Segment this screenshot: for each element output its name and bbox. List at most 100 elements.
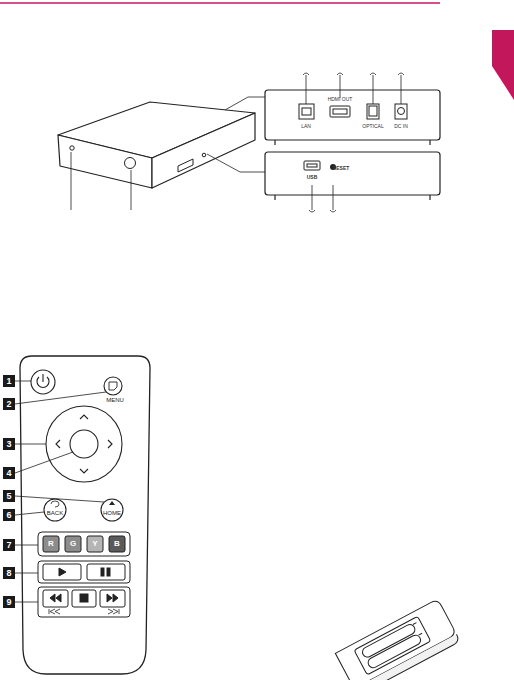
callout-line: [309, 185, 315, 212]
play-row: [101, 568, 104, 576]
play-row: [107, 568, 110, 576]
callout-number: 7: [6, 541, 11, 550]
menu-button: [104, 377, 122, 395]
play-row: [59, 568, 66, 576]
media-box: [152, 113, 255, 188]
callout-line: [398, 73, 404, 104]
callout-leader: [15, 392, 106, 404]
battery-illustration: [419, 633, 423, 635]
callout-leader: [15, 381, 106, 602]
callout-number: 9: [6, 598, 11, 607]
port: [395, 104, 407, 119]
transport-row: [108, 609, 119, 614]
transport-row: [100, 590, 125, 607]
port: [333, 109, 347, 114]
battery-illustration: [335, 599, 460, 680]
transport-row: [113, 594, 118, 602]
nav-ring: [46, 406, 122, 482]
callout-leader: [15, 496, 104, 502]
button-label: MENU: [106, 397, 124, 403]
back-button: [51, 501, 59, 507]
transport-row: [38, 587, 130, 617]
callout-number: 6: [6, 511, 11, 520]
front-details: [70, 146, 74, 150]
callout-line: [309, 185, 336, 212]
callout-line: [337, 73, 343, 98]
back-panel: [265, 90, 440, 140]
callout-line: [303, 73, 404, 104]
color-key-row: [38, 532, 130, 556]
port: [302, 108, 311, 115]
nav-ring: [80, 415, 88, 419]
front-details: [70, 146, 206, 172]
leader-line: [207, 154, 265, 172]
port-label: DC IN: [394, 124, 408, 129]
section-tab: [492, 30, 514, 100]
callout-line: [303, 73, 309, 104]
callout-box: [3, 398, 15, 410]
side-panel: [265, 152, 440, 200]
callout-box: [3, 375, 15, 608]
home-button: [109, 501, 115, 505]
home-button: [101, 499, 123, 521]
color-key-label: Y: [92, 540, 97, 548]
callout-number: 1: [6, 377, 11, 386]
callout-box: [3, 438, 15, 450]
play-row: [87, 564, 125, 580]
callout-box: [3, 596, 15, 608]
transport-row: [50, 594, 55, 602]
callout-box: [3, 509, 15, 521]
callout-leader: [15, 602, 38, 603]
port-label: LAN: [301, 124, 311, 129]
port: [330, 106, 350, 117]
port-label: RESET: [333, 166, 350, 171]
leader-line: [225, 97, 265, 110]
callout-box: [3, 490, 15, 502]
menu-button: [104, 377, 122, 395]
nav-ring: [70, 430, 98, 458]
leader-line: [71, 97, 265, 210]
side-panel: [265, 152, 440, 195]
callout-number: 8: [6, 569, 11, 578]
port: [299, 104, 314, 119]
color-key-label: R: [48, 540, 54, 548]
battery-illustration: [413, 623, 417, 625]
transport-row: [38, 587, 130, 617]
port: [304, 161, 320, 170]
callout-leader: [15, 444, 46, 445]
callout-number: 3: [6, 440, 11, 449]
port-label: HDMI OUT: [328, 97, 353, 102]
menu-button: [109, 382, 117, 390]
callout-number: 5: [6, 492, 11, 501]
page-rule: [0, 2, 440, 4]
callout-box: [3, 467, 15, 479]
callout-line: [370, 73, 376, 104]
side-panel: [429, 195, 430, 200]
button-label: BACK: [47, 510, 63, 516]
page-rule: [0, 2, 440, 4]
port-label: OPTICAL: [362, 124, 383, 129]
play-row: [43, 564, 81, 580]
port: [307, 164, 317, 167]
nav-ring: [80, 469, 88, 473]
port: [398, 108, 405, 115]
port-label: USB: [307, 175, 318, 180]
transport-row: [80, 594, 88, 602]
back-button: [44, 499, 66, 521]
power-button: [42, 374, 43, 382]
battery-illustration: [354, 616, 431, 675]
color-key-row: [87, 536, 103, 552]
nav-ring: [56, 440, 60, 448]
color-key-row: [43, 536, 59, 552]
remote-body: [20, 356, 150, 674]
power-button: [31, 370, 55, 394]
home-button: [101, 499, 123, 521]
port: [304, 161, 320, 170]
callout-number: 2: [6, 400, 11, 409]
media-box: [58, 102, 255, 188]
transport-row: [43, 590, 68, 607]
nav-ring: [46, 406, 122, 482]
color-key-label: G: [70, 540, 76, 548]
nav-ring: [108, 440, 112, 448]
